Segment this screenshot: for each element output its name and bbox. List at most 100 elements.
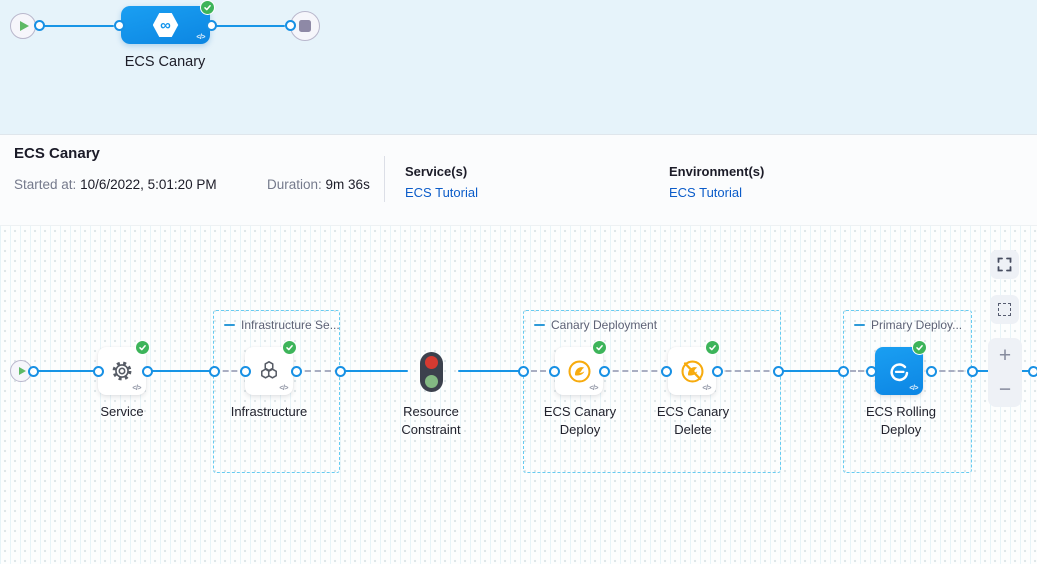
step-label-ecs-canary-deploy: ECS Canary Deploy (543, 404, 617, 437)
code-icon: </> (196, 34, 205, 41)
edge-line-dashed (214, 370, 246, 372)
code-icon: </> (909, 385, 918, 392)
selection-tool-button[interactable] (990, 295, 1019, 324)
step-label-ecs-canary-delete: ECS Canary Delete (656, 404, 730, 437)
stage-graph-panel: ∞ </> ECS Canary (0, 0, 1037, 134)
group-label[interactable]: Infrastructure Se... (241, 318, 340, 332)
code-icon: </> (702, 385, 711, 392)
edge-line-dashed (842, 370, 872, 372)
collapse-group-icon[interactable] (854, 323, 865, 327)
success-check-icon (705, 340, 720, 355)
connector-dot (925, 365, 937, 377)
group-infrastructure-section: Infrastructure Se... (213, 310, 340, 473)
code-icon: </> (132, 385, 141, 392)
pipeline-start-node[interactable] (10, 13, 36, 39)
connector-dot (208, 365, 220, 377)
success-check-icon (912, 340, 927, 355)
edge-line (344, 369, 408, 373)
execution-graph-canvas[interactable]: Infrastructure Se... Canary Deployment P… (0, 226, 1037, 564)
step-label-infrastructure: Infrastructure (230, 404, 308, 419)
collapse-group-icon[interactable] (534, 323, 545, 327)
stage-node-ecs-canary[interactable]: ∞ </> (121, 0, 215, 44)
edge-line (216, 24, 285, 28)
connector-dot (1028, 365, 1037, 377)
environments-label: Environment(s) (669, 164, 765, 179)
services-link[interactable]: ECS Tutorial (405, 185, 478, 200)
edge-line (150, 369, 210, 373)
vertical-divider (384, 156, 385, 202)
collapse-group-icon[interactable] (224, 323, 235, 327)
execution-title: ECS Canary (14, 145, 100, 162)
connector-dot (598, 365, 610, 377)
edge-line-dashed (930, 370, 973, 372)
started-at: Started at: 10/6/2022, 5:01:20 PM (14, 177, 217, 192)
code-icon: </> (589, 385, 598, 392)
connector-dot (966, 365, 978, 377)
duration-label: Duration: (267, 177, 322, 192)
fullscreen-icon (997, 257, 1012, 272)
code-icon: </> (279, 385, 288, 392)
connector-dot (517, 365, 529, 377)
zoom-out-button[interactable]: − (988, 373, 1022, 408)
duration: Duration: 9m 36s (267, 177, 370, 192)
traffic-light-green (425, 375, 438, 388)
canary-bird-icon (567, 359, 591, 383)
success-check-icon (135, 340, 150, 355)
execution-summary-bar: ECS Canary Started at: 10/6/2022, 5:01:2… (0, 134, 1037, 226)
connector-dot (141, 365, 153, 377)
connector-dot (772, 365, 784, 377)
connector-dot (92, 365, 104, 377)
connector-dot (548, 365, 560, 377)
group-canary-deployment: Canary Deployment (523, 310, 781, 473)
success-check-icon (592, 340, 607, 355)
connector-dot (865, 365, 877, 377)
step-infrastructure[interactable]: </> (245, 340, 297, 395)
services-label: Service(s) (405, 164, 468, 179)
edge-line-dashed (522, 370, 555, 372)
connector-dot (837, 365, 849, 377)
group-primary-deployment: Primary Deploy... (843, 310, 972, 473)
connector-dot (284, 20, 296, 31)
success-check-icon (200, 0, 215, 15)
step-resource-constraint[interactable] (420, 352, 443, 392)
stage-label[interactable]: ECS Canary (124, 54, 206, 70)
ecs-service-icon (889, 362, 908, 381)
edge-line (44, 24, 114, 28)
step-label-resource-constraint: Resource Constraint (401, 404, 461, 437)
zoom-in-button[interactable]: + (988, 338, 1022, 373)
step-ecs-rolling-deploy[interactable]: </> (875, 340, 927, 395)
stop-icon (299, 20, 311, 32)
connector-dot (334, 365, 346, 377)
success-check-icon (282, 340, 297, 355)
fit-to-screen-button[interactable] (990, 250, 1019, 279)
duration-value: 9m 36s (325, 177, 370, 192)
group-label[interactable]: Canary Deployment (551, 318, 658, 332)
connector-dot (711, 365, 723, 377)
step-ecs-canary-deploy[interactable]: </> (555, 340, 607, 395)
started-at-label: Started at: (14, 177, 77, 192)
hexagon-cluster-icon (261, 361, 277, 379)
zoom-controls: + − (988, 338, 1022, 407)
edge-line-dashed (295, 370, 341, 372)
play-icon (20, 21, 29, 31)
edge-line (458, 369, 519, 373)
started-at-value: 10/6/2022, 5:01:20 PM (80, 177, 217, 192)
connector-dot (239, 365, 251, 377)
connector-dot (33, 20, 45, 31)
connector-dot (205, 20, 217, 31)
connector-dot (113, 20, 125, 31)
step-label-service: Service (100, 404, 144, 419)
step-label-ecs-rolling-deploy: ECS Rolling Deploy (865, 404, 937, 437)
step-ecs-canary-delete[interactable]: </> (668, 340, 720, 395)
pipeline-hexagon-icon: ∞ (152, 13, 179, 37)
connector-dot (290, 365, 302, 377)
environments-link[interactable]: ECS Tutorial (669, 185, 742, 200)
group-label[interactable]: Primary Deploy... (871, 318, 963, 332)
selection-marquee-icon (998, 303, 1011, 316)
play-icon (19, 367, 26, 375)
edge-line (782, 369, 844, 373)
edge-line (38, 369, 94, 373)
traffic-light-red (425, 356, 438, 369)
edge-line-dashed (603, 370, 667, 372)
step-service[interactable]: </> (98, 340, 150, 395)
